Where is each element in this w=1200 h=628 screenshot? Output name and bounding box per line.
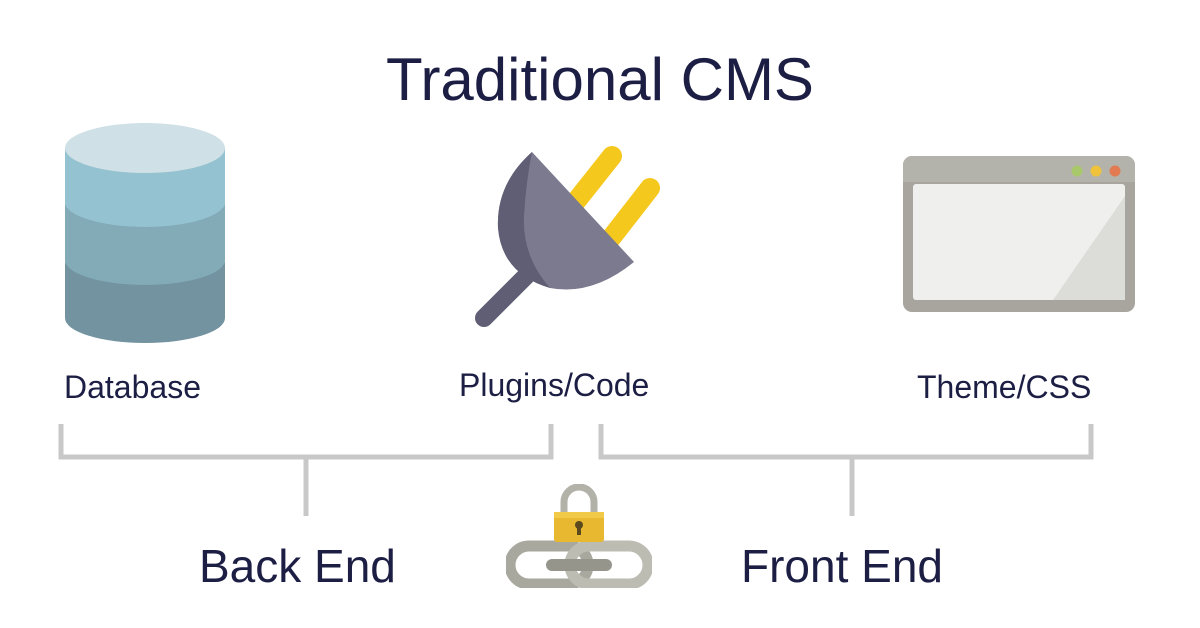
theme-css-label: Theme/CSS — [917, 369, 1092, 405]
plug-icon — [475, 146, 660, 327]
back-end-bracket — [58, 424, 554, 516]
browser-window-icon — [903, 156, 1135, 312]
plugins-code-label: Plugins/Code — [459, 367, 650, 403]
back-end-label: Back End — [199, 540, 396, 592]
diagram-title: Traditional CMS — [386, 46, 814, 113]
database-icon — [65, 123, 225, 343]
locked-chain-icon — [506, 484, 652, 588]
front-end-label: Front End — [741, 540, 943, 592]
database-label: Database — [64, 369, 201, 405]
front-end-bracket — [598, 424, 1094, 516]
